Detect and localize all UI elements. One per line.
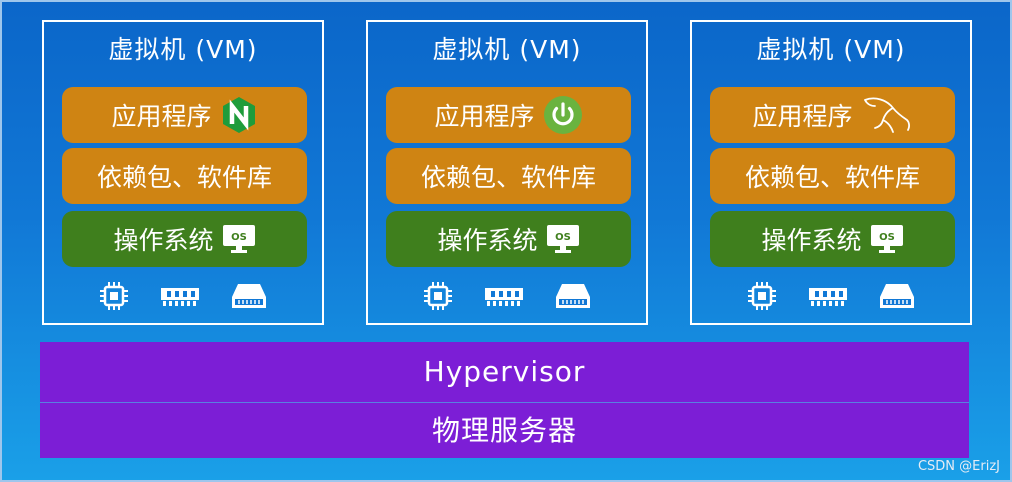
os-monitor-icon: OS [222, 224, 256, 254]
dependency-layer: 依赖包、软件库 [710, 148, 955, 204]
os-icon-text: OS [879, 232, 895, 243]
application-label: 应用程序 [434, 102, 535, 131]
dependency-label: 依赖包、软件库 [96, 163, 272, 192]
vm-box-3: 虚拟机 (VM) 应用程序 依赖包、软件库 操作系统 OS [690, 20, 972, 325]
cpu-icon [747, 281, 777, 311]
dependency-layer: 依赖包、软件库 [386, 148, 631, 204]
hardware-row [692, 278, 970, 314]
os-label: 操作系统 [437, 226, 538, 255]
application-layer: 应用程序 [62, 87, 307, 143]
spring-power-icon [543, 95, 583, 135]
application-layer: 应用程序 [710, 87, 955, 143]
vm-title: 虚拟机 (VM) [432, 35, 582, 64]
application-label: 应用程序 [752, 102, 853, 131]
vm-box-2: 虚拟机 (VM) 应用程序 依赖包、软件库 操作系统 OS [366, 20, 648, 325]
dependency-label: 依赖包、软件库 [420, 163, 596, 192]
hardware-row [44, 278, 322, 314]
disk-icon [879, 282, 915, 310]
cpu-icon [423, 281, 453, 311]
physical-server-layer: 物理服务器 [40, 402, 969, 458]
os-label: 操作系统 [761, 226, 862, 255]
os-layer: 操作系统 OS [710, 211, 955, 267]
vm-box-1: 虚拟机 (VM) 应用程序 依赖包、软件库 操作系统 OS [42, 20, 324, 325]
dependency-layer: 依赖包、软件库 [62, 148, 307, 204]
memory-icon [808, 284, 848, 308]
mysql-dolphin-icon [861, 94, 913, 136]
memory-icon [484, 284, 524, 308]
os-icon-text: OS [231, 232, 247, 243]
vm-title: 虚拟机 (VM) [108, 35, 258, 64]
hardware-row [368, 278, 646, 314]
nginx-icon [220, 95, 258, 135]
vm-title: 虚拟机 (VM) [756, 35, 906, 64]
dependency-label: 依赖包、软件库 [744, 163, 920, 192]
application-label: 应用程序 [111, 102, 212, 131]
os-monitor-icon: OS [546, 224, 580, 254]
disk-icon [555, 282, 591, 310]
os-icon-text: OS [555, 232, 571, 243]
hypervisor-layer: Hypervisor [40, 342, 969, 402]
memory-icon [160, 284, 200, 308]
os-monitor-icon: OS [870, 224, 904, 254]
os-layer: 操作系统 OS [386, 211, 631, 267]
os-label: 操作系统 [113, 226, 214, 255]
cpu-icon [99, 281, 129, 311]
os-layer: 操作系统 OS [62, 211, 307, 267]
watermark: CSDN @ErizJ [917, 459, 1000, 474]
application-layer: 应用程序 [386, 87, 631, 143]
disk-icon [231, 282, 267, 310]
